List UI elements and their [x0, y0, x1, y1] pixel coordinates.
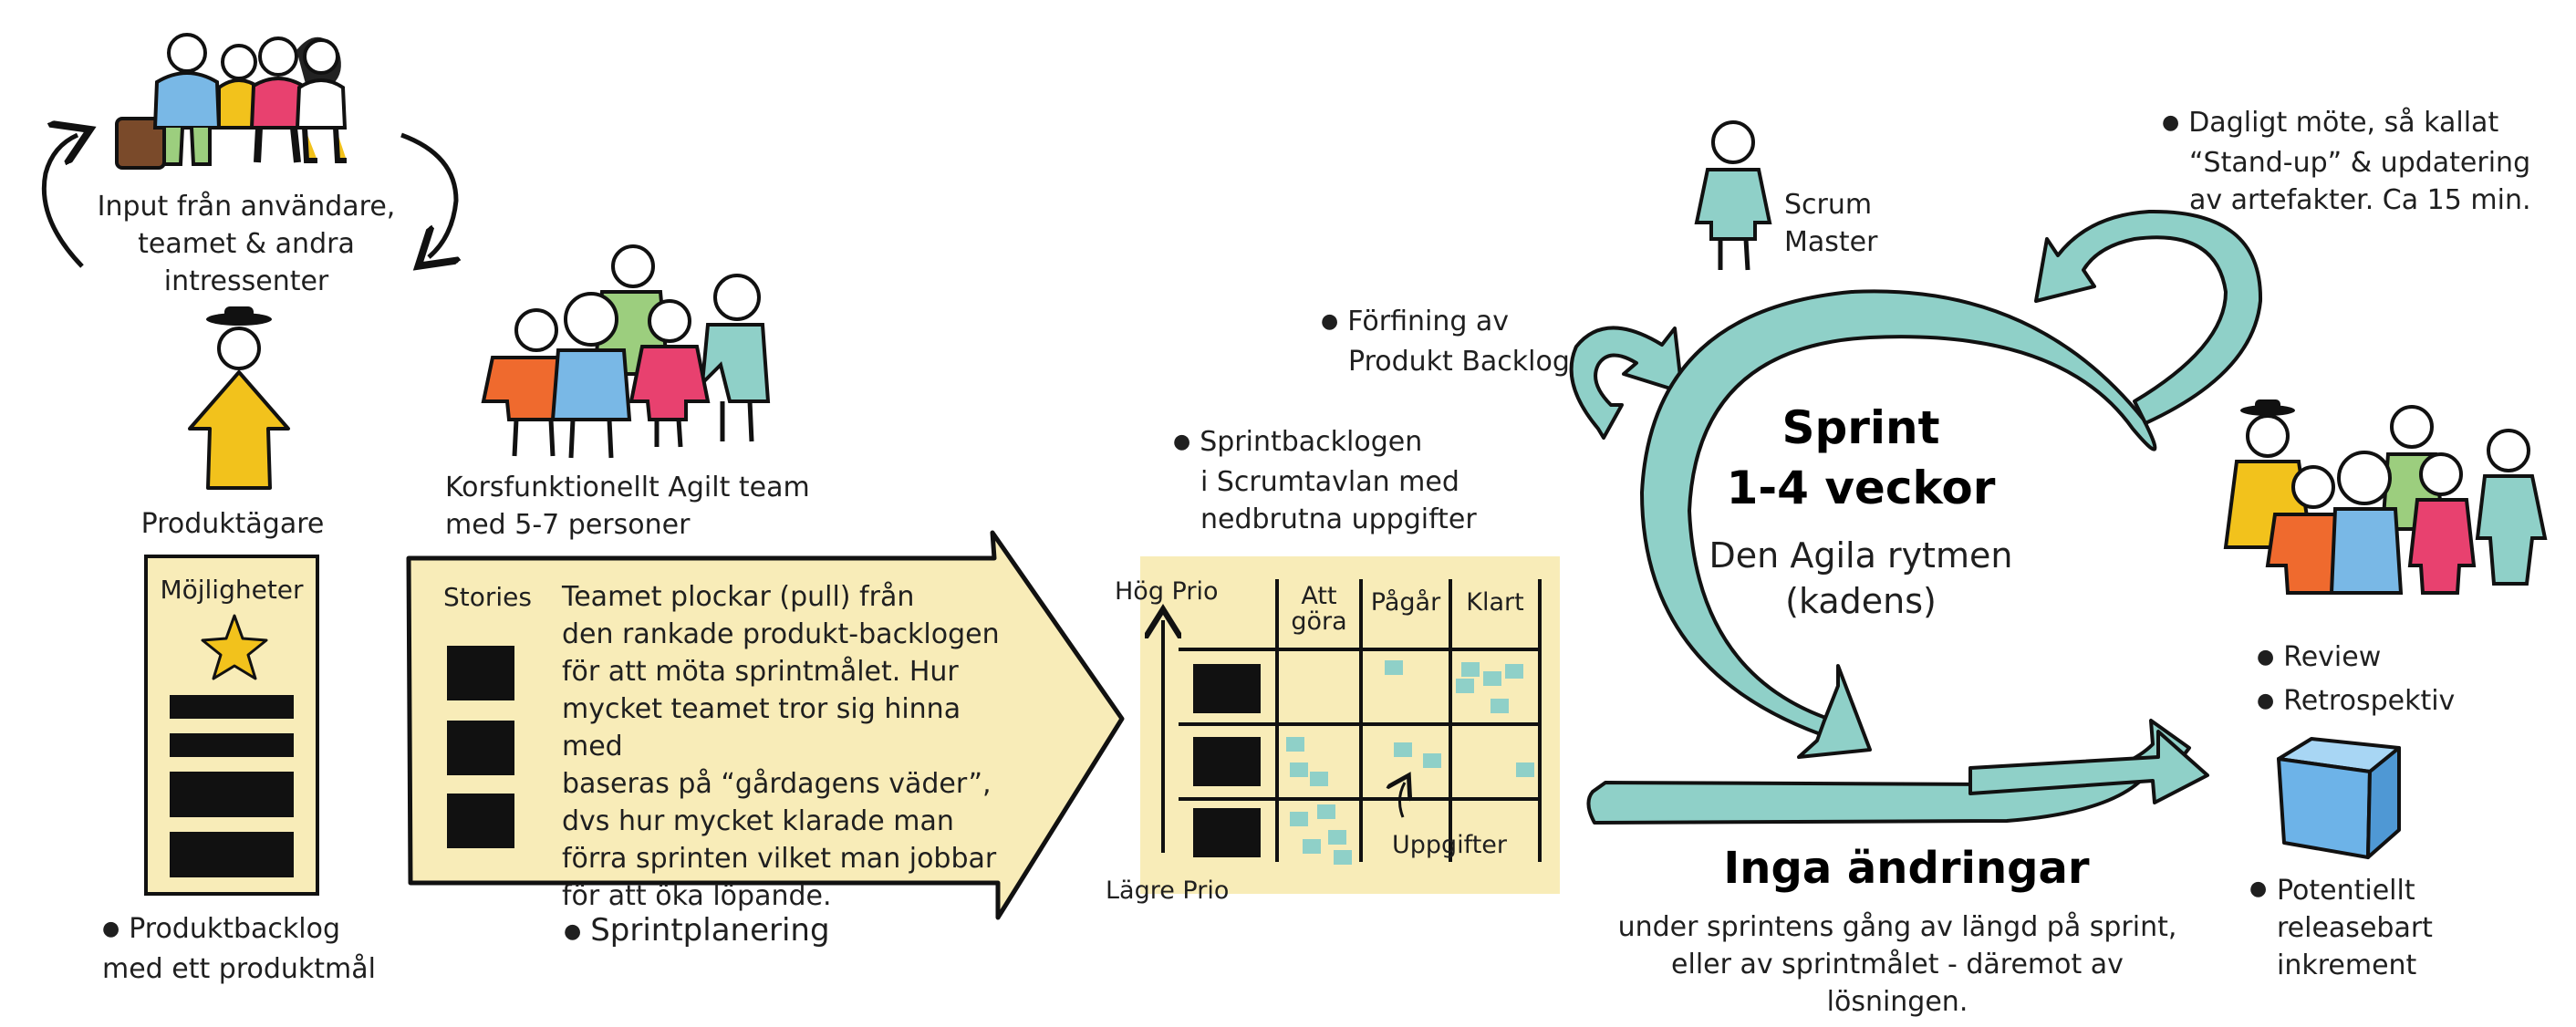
backlog-item: [170, 733, 294, 757]
story-card: [447, 646, 514, 700]
sprint-title: Sprint 1-4 veckor: [1726, 401, 1996, 514]
product-backlog-caption-text: Produktbacklog med ett produktmål: [102, 913, 376, 985]
board-column-doing: Pågår: [1370, 588, 1441, 617]
product-owner-label: Produktägare: [140, 508, 325, 540]
no-changes-text: under sprintens gång av längd på sprint,…: [1617, 911, 2177, 1018]
retro-label-text: Retrospektiv: [2283, 685, 2456, 717]
no-changes-title: Inga ändringar: [1723, 843, 2090, 894]
product-backlog-header: Möjligheter: [160, 575, 304, 605]
team-label: Korsfunktionellt Agilt team med 5-7 pers…: [445, 472, 810, 541]
increment-cube: [2277, 737, 2401, 859]
board-column-done: Klart: [1466, 588, 1524, 617]
increment-label: Potentiellt releasebart inkrement: [2249, 872, 2468, 984]
daily-standup-arrow: [2034, 209, 2263, 425]
tasks-label: Uppgifter: [1392, 831, 1508, 859]
low-prio-label: Lägre Prio: [1106, 877, 1230, 905]
increment-label-text: Potentiellt releasebart inkrement: [2277, 875, 2433, 981]
team-illustration: [481, 244, 771, 459]
sprint-planning-caption: Sprintplanering: [564, 912, 892, 953]
story-card: [447, 794, 514, 848]
daily-standup-label-text: Dagligt möte, så kallat “Stand-up” & upd…: [2188, 107, 2531, 216]
review-label-text: Review: [2283, 641, 2382, 673]
product-backlog-caption: Produktbacklog med ett produktmål: [102, 910, 431, 988]
story-card: [447, 721, 514, 775]
review-team-illustration: [2223, 399, 2548, 595]
sprint-backlog-label: Sprintbacklogen i Scrumtavlan med nedbru…: [1200, 423, 1565, 538]
stakeholders-label: Input från användare, teamet & andra int…: [97, 191, 396, 297]
refinement-label-text: Förfining av Produkt Backlog: [1347, 306, 1570, 378]
product-backlog-card: [144, 555, 319, 896]
refinement-arrow: [1569, 326, 1684, 440]
stakeholders-illustration: [41, 33, 456, 266]
sprint-planning-description: Teamet plockar (pull) från den rankade p…: [562, 581, 1000, 912]
sprint-planning-caption-text: Sprintplanering: [590, 912, 830, 949]
star-icon: [201, 614, 268, 680]
scrum-board: [1140, 556, 1560, 894]
retro-label: Retrospektiv: [2257, 682, 2494, 722]
refinement-label: Förfining av Produkt Backlog: [1347, 303, 1604, 380]
scrum-master-figure: [1694, 120, 1772, 271]
review-label: Review: [2257, 638, 2476, 679]
backlog-item: [170, 772, 294, 817]
sprint-planning-arrow: [406, 530, 1125, 920]
sprint-loop-arrow: [1586, 289, 2209, 825]
sprint-backlog-label-text: Sprintbacklogen i Scrumtavlan med nedbru…: [1200, 426, 1477, 535]
scrum-master-label: Scrum Master: [1784, 189, 1878, 258]
board-column-todo: Att göra: [1291, 582, 1347, 636]
daily-standup-label: Dagligt möte, så kallat “Stand-up” & upd…: [2188, 104, 2572, 219]
sprint-subtitle: Den Agila rytmen (kadens): [1709, 535, 2013, 621]
high-prio-label: Hög Prio: [1115, 577, 1219, 606]
backlog-item: [170, 832, 294, 877]
stories-label: Stories: [443, 582, 532, 612]
product-owner-figure: [188, 306, 290, 490]
backlog-item: [170, 695, 294, 719]
